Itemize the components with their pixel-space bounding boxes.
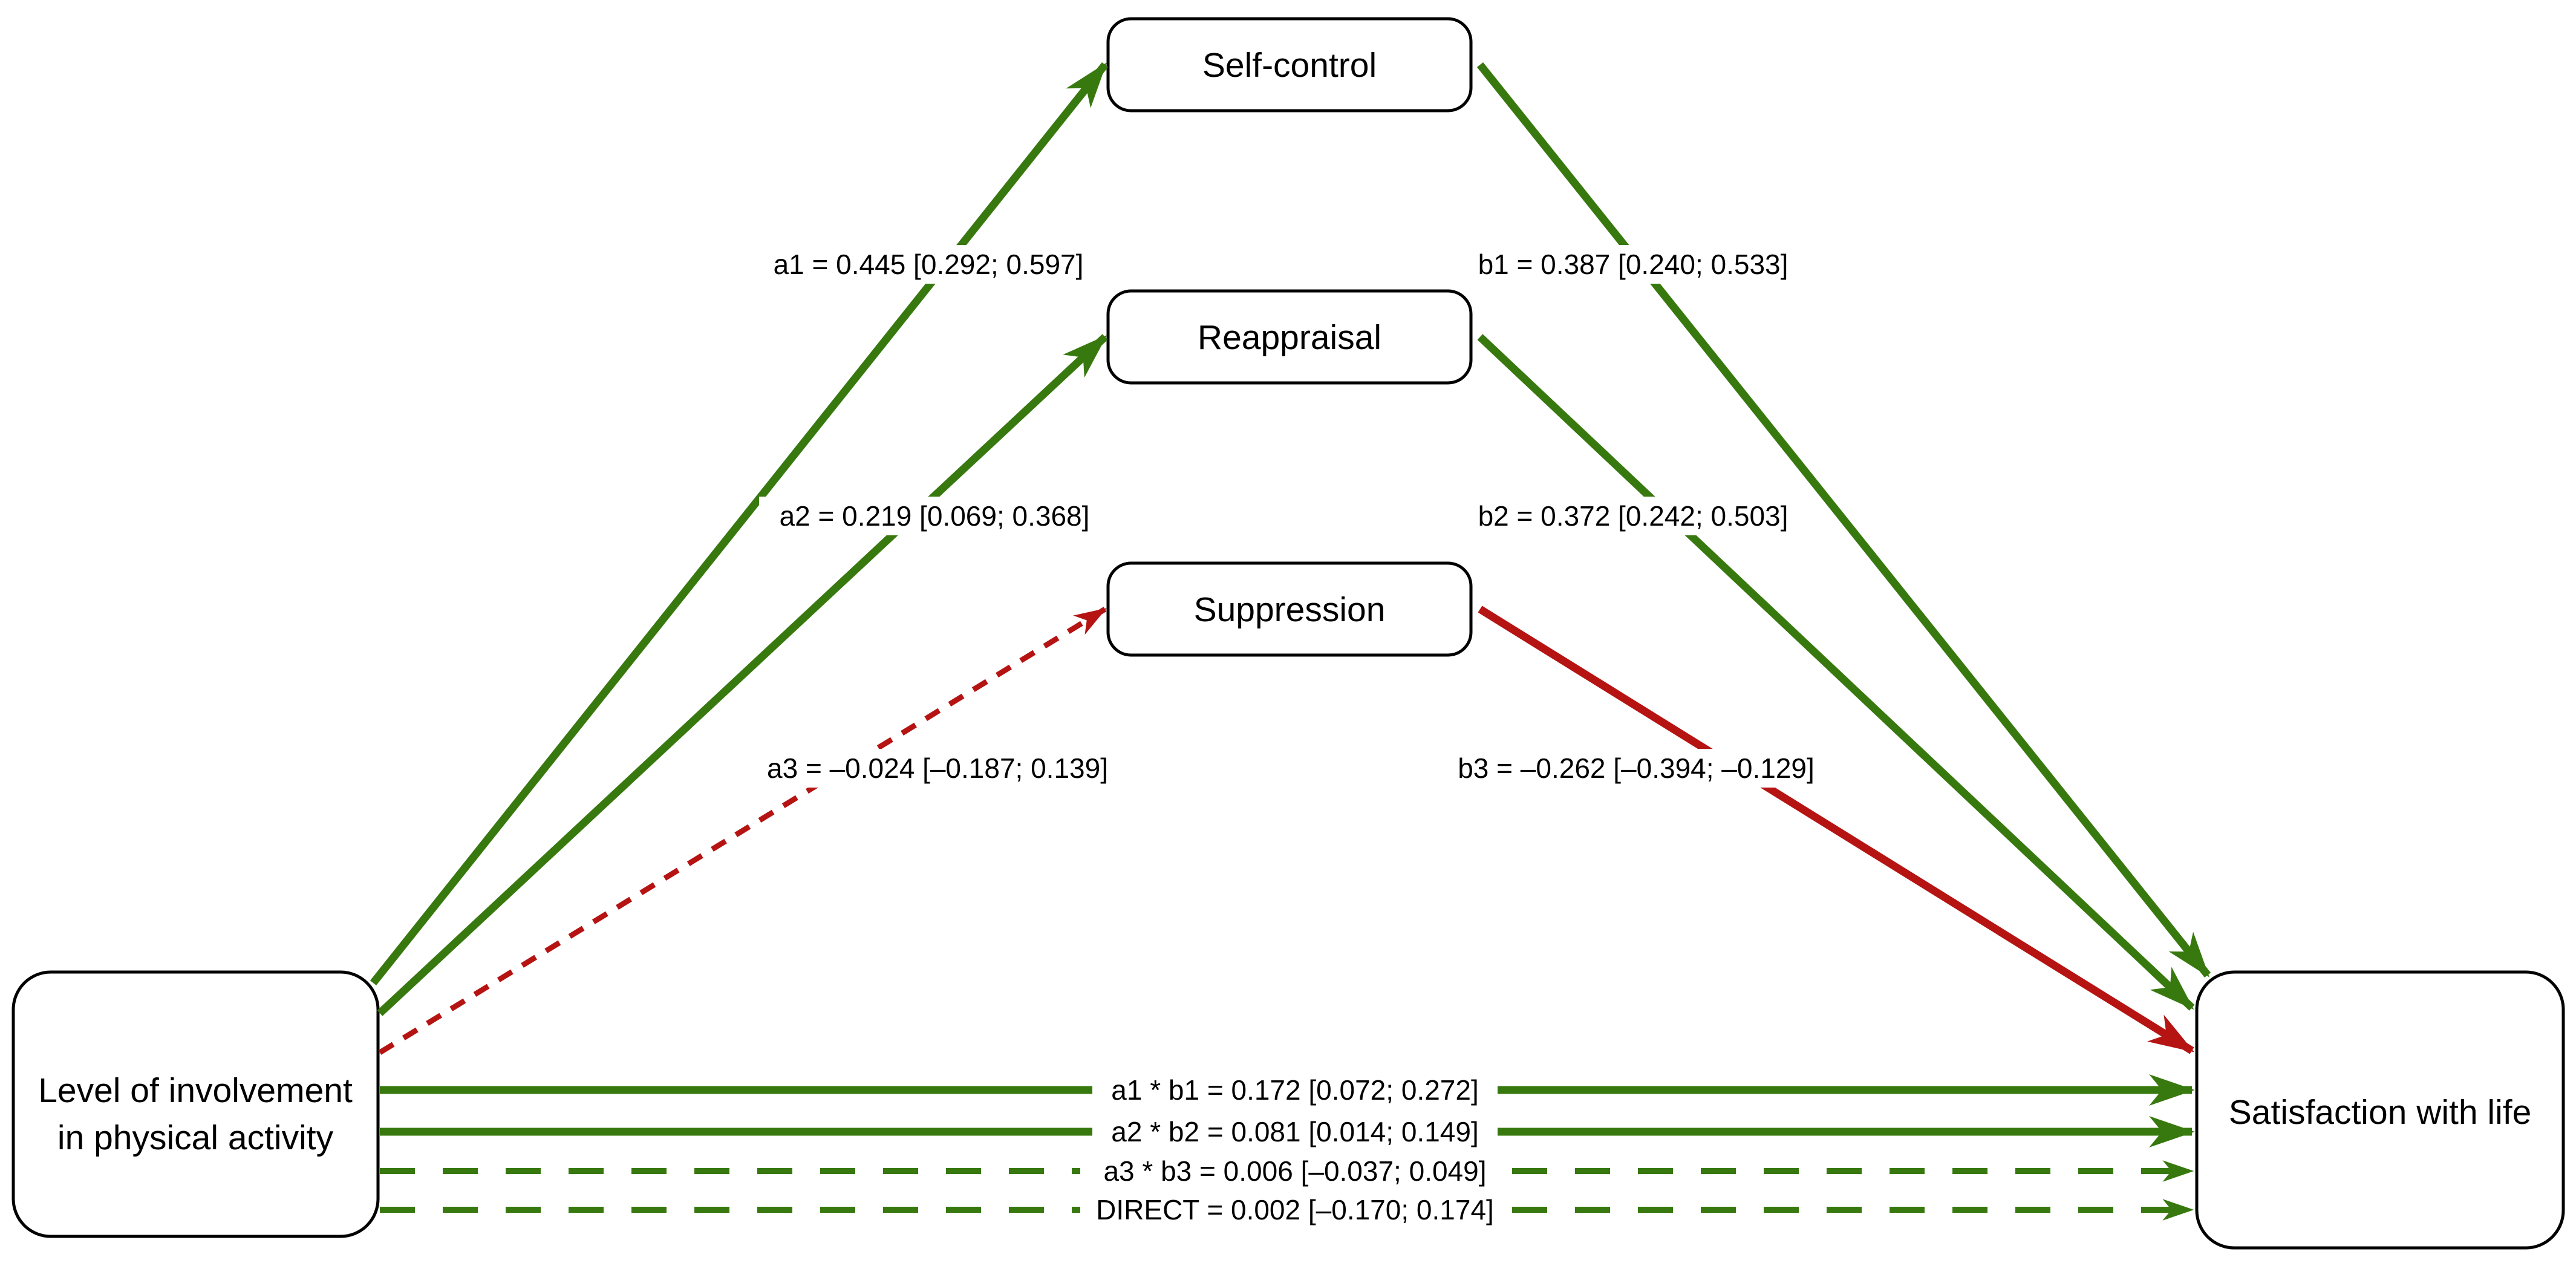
mediator1-label: Self-control: [1202, 46, 1377, 85]
path-b1-arrow: [1476, 62, 2211, 978]
a2-label: a2 = 0.219 [0.069; 0.368]: [780, 500, 1090, 532]
path-a3-arrow: [378, 607, 1107, 1055]
b2-label: b2 = 0.372 [0.242; 0.503]: [1478, 500, 1789, 532]
a3b3-label: a3 * b3 = 0.006 [–0.037; 0.049]: [1103, 1155, 1486, 1187]
a2b2-label-background: [1092, 1112, 1498, 1151]
a3-label: a3 = –0.024 [–0.187; 0.139]: [767, 752, 1108, 784]
path-a1b1-label-group: a1 * b1 = 0.172 [0.072; 0.272]: [1092, 1071, 1498, 1109]
a3-label-background: [747, 749, 1128, 788]
path-a2-arrow: [377, 334, 1108, 1016]
mediator3-label: Suppression: [1194, 590, 1386, 629]
predictor-label-line2: in physical activity: [57, 1118, 334, 1157]
b3-label-background: [1433, 749, 1839, 788]
a1-label: a1 = 0.445 [0.292; 0.597]: [774, 249, 1084, 280]
mediator2-node: Reappraisal: [1106, 289, 1473, 385]
mediator3-node-box: [1106, 561, 1473, 657]
a3b3-label-background: [1080, 1152, 1510, 1190]
mediator2-label: Reappraisal: [1198, 318, 1381, 357]
mediator3-node: Suppression: [1106, 561, 1473, 657]
path-a1-arrow: [370, 62, 1109, 986]
path-b2-label-group: b2 = 0.372 [0.242; 0.503]: [1458, 497, 1808, 535]
b3-label: b3 = –0.262 [–0.394; –0.129]: [1458, 752, 1815, 784]
mediator2-node-box: [1106, 289, 1473, 385]
predictor-label-line1: Level of involvement: [38, 1071, 353, 1110]
direct-label: DIRECT = 0.002 [–0.170; 0.174]: [1096, 1194, 1494, 1225]
predictor-node: Level of involvement in physical activit…: [11, 970, 380, 1238]
outcome-node-box: [2195, 970, 2565, 1250]
path-b3-arrow: [1478, 605, 2195, 1054]
path-a2-label-group: a2 = 0.219 [0.069; 0.368]: [759, 497, 1110, 535]
path-a1-label-group: a1 = 0.445 [0.292; 0.597]: [753, 245, 1104, 284]
direct-label-background: [1080, 1190, 1510, 1229]
path-b3-label-group: b3 = –0.262 [–0.394; –0.129]: [1433, 749, 1839, 788]
a1-label-background: [753, 245, 1104, 284]
path-a3-label-group: a3 = –0.024 [–0.187; 0.139]: [747, 749, 1128, 788]
path-a3b3-label-group: a3 * b3 = 0.006 [–0.037; 0.049]: [1080, 1152, 1510, 1190]
mediator1-node: Self-control: [1106, 17, 1473, 113]
outcome-node: Satisfaction with life: [2195, 970, 2565, 1250]
path-b2-arrow: [1477, 334, 2195, 1011]
outcome-label: Satisfaction with life: [2229, 1093, 2532, 1132]
b1-label-background: [1458, 245, 1808, 284]
a1b1-label: a1 * b1 = 0.172 [0.072; 0.272]: [1111, 1074, 1478, 1106]
a2-label-background: [759, 497, 1110, 535]
path-a2b2-label-group: a2 * b2 = 0.081 [0.014; 0.149]: [1092, 1112, 1498, 1151]
a1b1-label-background: [1092, 1071, 1498, 1109]
b1-label: b1 = 0.387 [0.240; 0.533]: [1478, 249, 1789, 280]
mediator1-node-box: [1106, 17, 1473, 113]
predictor-node-box: [11, 970, 380, 1238]
b2-label-background: [1458, 497, 1808, 535]
path-b1-label-group: b1 = 0.387 [0.240; 0.533]: [1458, 245, 1808, 284]
a2b2-label: a2 * b2 = 0.081 [0.014; 0.149]: [1111, 1116, 1478, 1147]
path-direct-label-group: DIRECT = 0.002 [–0.170; 0.174]: [1080, 1190, 1510, 1229]
